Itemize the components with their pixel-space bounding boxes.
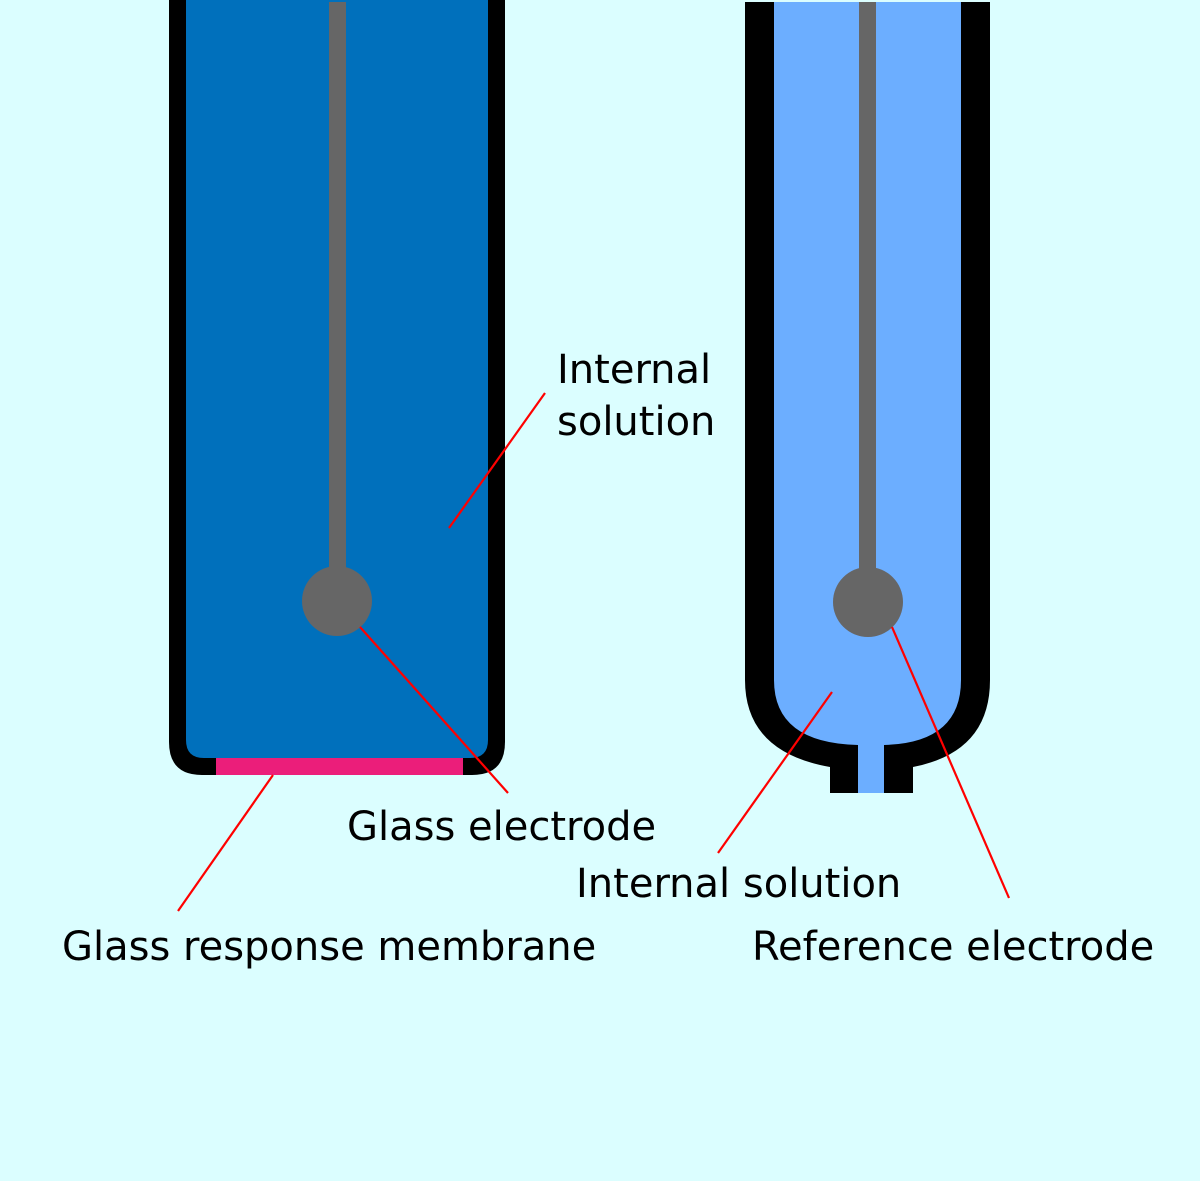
label-reference-electrode: Reference electrode xyxy=(752,924,1154,970)
leader-line-glass-electrode xyxy=(359,626,509,794)
reference-electrode-assembly xyxy=(745,2,990,793)
reference-electrode-wire xyxy=(859,2,876,572)
leader-line-internal-solution-glass xyxy=(448,392,546,529)
label-internal-solution-glass-line2: solution xyxy=(557,399,715,445)
label-internal-solution-glass-line1: Internal xyxy=(557,347,711,393)
glass-electrode-assembly xyxy=(169,0,505,775)
leader-line-reference-electrode xyxy=(890,626,1011,899)
glass-electrode-bulb xyxy=(302,566,372,636)
leader-line-glass-response-membrane xyxy=(177,774,274,912)
leader-line-internal-solution-reference xyxy=(717,691,833,854)
label-internal-solution-reference: Internal solution xyxy=(576,861,901,907)
glass-response-membrane xyxy=(216,758,463,775)
label-glass-electrode: Glass electrode xyxy=(347,804,656,850)
reference-electrode-bulb xyxy=(833,567,903,637)
label-glass-response-membrane: Glass response membrane xyxy=(62,924,596,970)
leader-lines xyxy=(177,392,1011,912)
glass-electrode-wire xyxy=(329,2,346,572)
